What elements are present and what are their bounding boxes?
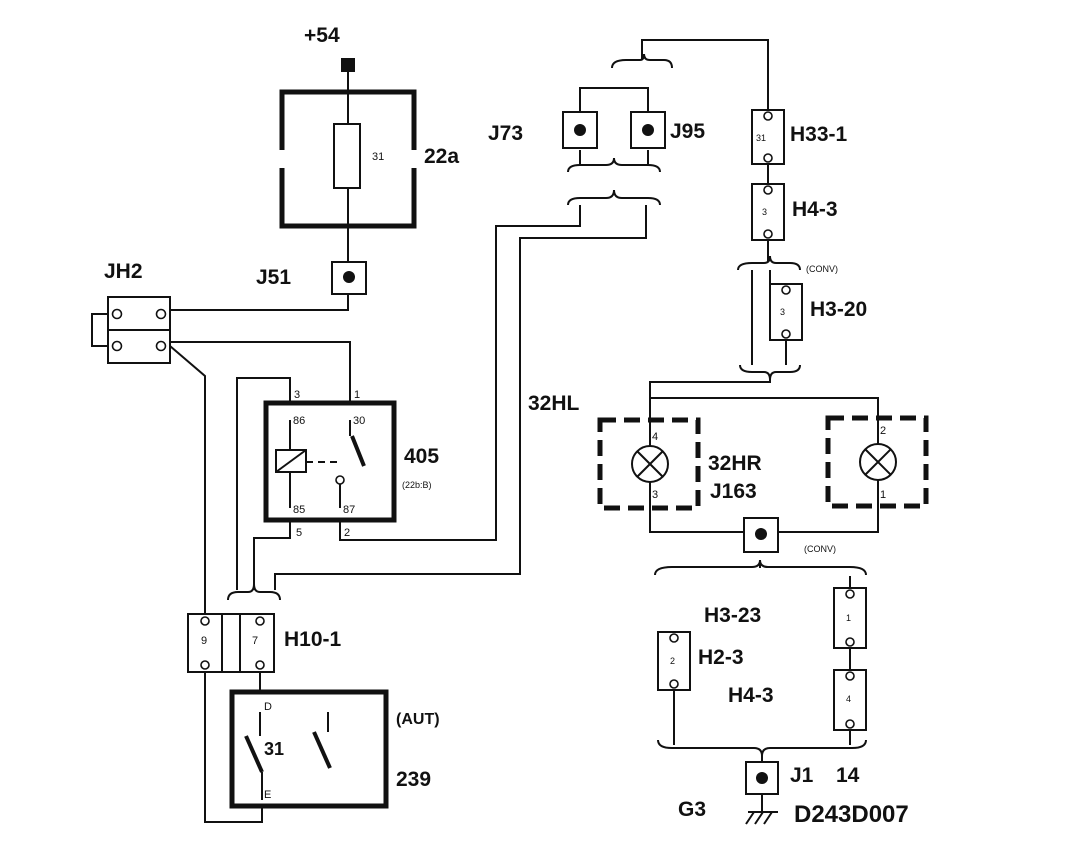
connector-j1: J1 14 (745, 761, 860, 795)
connector-h33-1: 31 H33-1 (751, 109, 848, 165)
lamp-right-label: 32HR (708, 452, 762, 475)
h3-23-label: H3-23 (704, 604, 761, 627)
connector-h4-3-bottom: 4 H4-3 (728, 669, 867, 731)
connector-h3-23: 1 (833, 587, 867, 649)
h4-3-top-pin: 3 (762, 207, 767, 217)
h33-1-label: H33-1 (790, 123, 848, 146)
relay-405: 86 30 85 87 3 1 5 2 405 (22b:B) (263, 389, 439, 539)
j73-label: J73 (488, 122, 523, 145)
h2-3-label: H2-3 (698, 646, 744, 669)
h3-20-label: H3-20 (810, 298, 867, 321)
lamp-l-pin-bot: 3 (652, 489, 658, 501)
relay-pin-30: 30 (353, 415, 365, 427)
connector-h2-3: 2 H2-3 (657, 631, 744, 691)
connector-j51: J51 (256, 261, 367, 295)
fuse-element (333, 123, 361, 189)
relay-wire-3: 3 (294, 389, 300, 401)
bundle-brackets (227, 53, 867, 757)
lamp-left-label: 32HL (528, 392, 580, 415)
j51-label: J51 (256, 266, 291, 289)
h2-3-pin: 2 (670, 656, 675, 666)
j1-label: J1 (790, 764, 814, 787)
connector-h10-1: 9 7 H10-1 (187, 613, 342, 673)
h33-1-pin: 31 (756, 133, 766, 143)
relay-label: 405 (404, 445, 439, 468)
fuse-unit-label: 22a (424, 145, 459, 168)
supply-label: +54 (304, 24, 340, 47)
conv-bottom-label: (CONV) (804, 544, 836, 554)
connector-jh2: JH2 (104, 260, 171, 364)
connector-j95: J95 (630, 111, 705, 149)
h10-1-pin-9: 9 (201, 635, 207, 647)
switch-pin-d: D (264, 701, 272, 713)
connector-h4-3-top: 3 H4-3 (751, 183, 838, 241)
connector-j73: J73 (488, 111, 598, 149)
relay-wire-2: 2 (344, 527, 350, 539)
lamp-l-pin-top: 4 (652, 431, 658, 443)
fuse-value: 31 (372, 151, 384, 163)
ground-icon (745, 811, 778, 825)
j95-label: J95 (670, 120, 705, 143)
supply-terminal (341, 58, 355, 72)
relay-pin-85: 85 (293, 504, 305, 516)
h3-23-pin: 1 (846, 613, 851, 623)
wires (91, 39, 879, 823)
relay-wire-5: 5 (296, 527, 302, 539)
relay-pin-86: 86 (293, 415, 305, 427)
h4-3-top-label: H4-3 (792, 198, 838, 221)
g3-label: G3 (678, 798, 706, 821)
h4-3-bottom-pin: 4 (846, 694, 851, 704)
lamp-32hl: 4 3 32HL (528, 392, 701, 511)
jh2-label: JH2 (104, 260, 143, 283)
h3-20-pin: 3 (780, 307, 785, 317)
j163-label: J163 (710, 480, 757, 503)
diagram-id: D243D007 (794, 801, 909, 828)
h4-3-bottom-label: H4-3 (728, 684, 774, 707)
h10-1-label: H10-1 (284, 628, 342, 651)
connector-j163: (CONV) (743, 517, 836, 554)
relay-pin-87: 87 (343, 504, 355, 516)
switch-label: 239 (396, 768, 431, 791)
lamp-32hr: 2 1 32HR (708, 415, 929, 509)
lamp-r-pin-bot: 1 (880, 489, 886, 501)
switch-239: D E 31 (AUT) 239 (229, 689, 440, 809)
conv-top-label: (CONV) (806, 264, 838, 274)
connector-h3-20: 3 H3-20 (769, 283, 867, 341)
lamp-r-pin-top: 2 (880, 425, 886, 437)
switch-31-label: 31 (264, 739, 284, 759)
switch-aut-label: (AUT) (396, 711, 440, 728)
j1-pin: 14 (836, 764, 860, 787)
relay-ref: (22b:B) (402, 480, 432, 490)
switch-pin-e: E (264, 789, 271, 801)
fuse-box-22a: 31 22a (279, 89, 459, 229)
relay-wire-1: 1 (354, 389, 360, 401)
h10-1-pin-7: 7 (252, 635, 258, 647)
